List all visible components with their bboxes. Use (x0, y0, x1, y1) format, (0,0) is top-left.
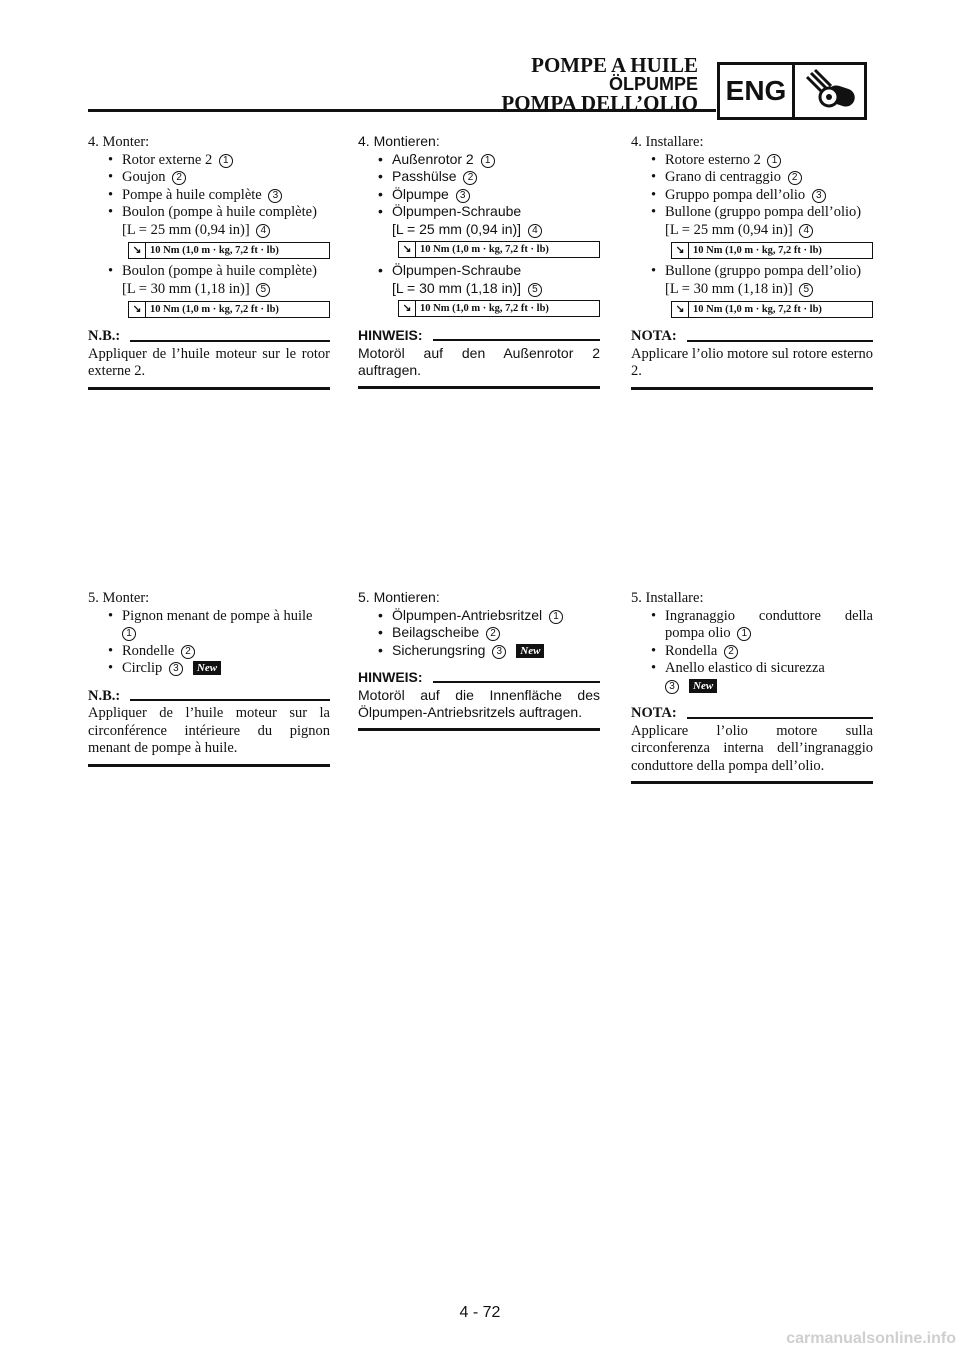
list-item: •Gruppo pompa dell’olio 3 (631, 187, 873, 205)
engine-crankshaft-icon (795, 65, 864, 117)
list-item: •Passhülse 2 (358, 168, 600, 186)
wrench-icon: ↘ (129, 302, 146, 317)
note-label: N.B.: (88, 328, 121, 344)
list-item: •Ölpumpe 3 (358, 186, 600, 204)
step-heading: 5. Montieren: (358, 589, 440, 605)
note-label: HINWEIS: (358, 327, 423, 343)
note-label: NOTA: (631, 705, 677, 721)
step-heading: 4. Installare: (631, 134, 704, 150)
step-heading: 5. Monter: (88, 590, 150, 606)
new-part-badge: New (689, 678, 718, 693)
note-text: Applicare l’olio motore sul rotore ester… (631, 346, 873, 390)
page-number: 4 - 72 (459, 1304, 501, 1321)
list-item: •Boulon (pompe à huile complète)[L = 30 … (108, 263, 317, 297)
de-step5: 5. Montieren: •Ölpumpen-Antriebsritzel 1… (358, 589, 600, 731)
fr-step4: 4. Monter: •Rotor externe 2 1 •Goujon 2 … (88, 134, 330, 390)
header-rule (88, 109, 716, 112)
step-heading: 5. Installare: (631, 590, 704, 606)
list-item: •Bullone (gruppo pompa dell’olio)[L = 25… (651, 204, 862, 238)
wrench-icon: ↘ (129, 243, 146, 258)
note: HINWEIS: Motoröl auf den Außenrotor 2 au… (358, 327, 600, 389)
step-heading: 4. Monter: (88, 134, 150, 150)
title-de: ÖLPUMPE (608, 74, 698, 94)
note-text: Appliquer de l’huile moteur sur le rotor… (88, 346, 330, 390)
list-item: •Pompe à huile complète 3 (88, 187, 330, 205)
torque-spec: ↘10 Nm (1,0 m · kg, 7,2 ft · lb) (671, 242, 873, 259)
torque-spec: ↘10 Nm (1,0 m · kg, 7,2 ft · lb) (671, 301, 873, 318)
section-tab: ENG (717, 62, 867, 120)
torque-spec: ↘10 Nm (1,0 m · kg, 7,2 ft · lb) (128, 242, 330, 259)
list-item: •Ingranaggio conduttore della pompa olio… (651, 607, 873, 641)
list-item: •Goujon 2 (88, 169, 330, 187)
note: NOTA: Applicare l’olio motore sul rotore… (631, 328, 873, 390)
new-part-badge: New (516, 643, 545, 658)
section-titles: POMPE A HUILE ÖLPUMPE POMPA DELL’OLIO (501, 53, 698, 115)
wrench-icon: ↘ (399, 242, 416, 257)
section-label: ENG (720, 65, 795, 117)
wrench-icon: ↘ (399, 301, 416, 316)
wrench-icon: ↘ (672, 243, 689, 258)
torque-spec: ↘10 Nm (1,0 m · kg, 7,2 ft · lb) (398, 241, 600, 258)
note-text: Motoröl auf die Innenfläche des Ölpumpen… (358, 687, 600, 731)
step-heading: 4. Montieren: (358, 133, 440, 149)
de-step4: 4. Montieren: •Außenrotor 2 1 •Passhülse… (358, 133, 600, 389)
note: NOTA: Applicare l’olio motore sulla circ… (631, 705, 873, 784)
list-item: •Rotore esterno 2 1 (631, 152, 873, 170)
fr-step5: 5. Monter: •Pignon menant de pompe à hui… (88, 590, 330, 767)
list-item: •Rotor externe 2 1 (88, 152, 330, 170)
list-item: •Grano di centraggio 2 (631, 169, 873, 187)
it-step5: 5. Installare: •Ingranaggio conduttore d… (631, 590, 873, 784)
watermark: carmanualsonline.info (786, 1330, 956, 1347)
list-item: •Ölpumpen-Schraube[L = 30 mm (1,18 in)] … (358, 262, 600, 297)
torque-spec: ↘10 Nm (1,0 m · kg, 7,2 ft · lb) (398, 300, 600, 317)
list-item: •Außenrotor 2 1 (358, 151, 600, 169)
title-fr: POMPE A HUILE (531, 53, 698, 77)
note: N.B.: Appliquer de l’huile moteur sur la… (88, 688, 330, 767)
title-it: POMPA DELL’OLIO (501, 91, 698, 115)
wrench-icon: ↘ (672, 302, 689, 317)
note-text: Appliquer de l’huile moteur sur la circo… (88, 705, 330, 767)
note-text: Applicare l’olio motore sulla circonfere… (631, 723, 873, 784)
note-text: Motoröl auf den Außenrotor 2 auftragen. (358, 345, 600, 389)
list-item: •Rondelle 2 (88, 643, 330, 661)
note-label: NOTA: (631, 328, 677, 344)
note: N.B.: Appliquer de l’huile moteur sur le… (88, 328, 330, 390)
list-item: •Ölpumpen-Schraube[L = 25 mm (0,94 in)] … (358, 203, 600, 238)
list-item: •Beilagscheibe 2 (358, 624, 600, 642)
torque-spec: ↘10 Nm (1,0 m · kg, 7,2 ft · lb) (128, 301, 330, 318)
note-label: N.B.: (88, 687, 121, 704)
list-item: •Ölpumpen-Antriebsritzel 1 (358, 607, 600, 625)
list-item: •Bullone (gruppo pompa dell’olio)[L = 30… (651, 263, 862, 297)
note-label: HINWEIS: (358, 669, 423, 685)
note: HINWEIS: Motoröl auf die Innenfläche des… (358, 669, 600, 731)
list-item: •Boulon (pompe à huile complète)[L = 25 … (108, 204, 317, 238)
list-item: •Rondella 2 (631, 643, 873, 661)
it-step4: 4. Installare: •Rotore esterno 2 1 •Gran… (631, 134, 873, 390)
new-part-badge: New (192, 661, 222, 675)
